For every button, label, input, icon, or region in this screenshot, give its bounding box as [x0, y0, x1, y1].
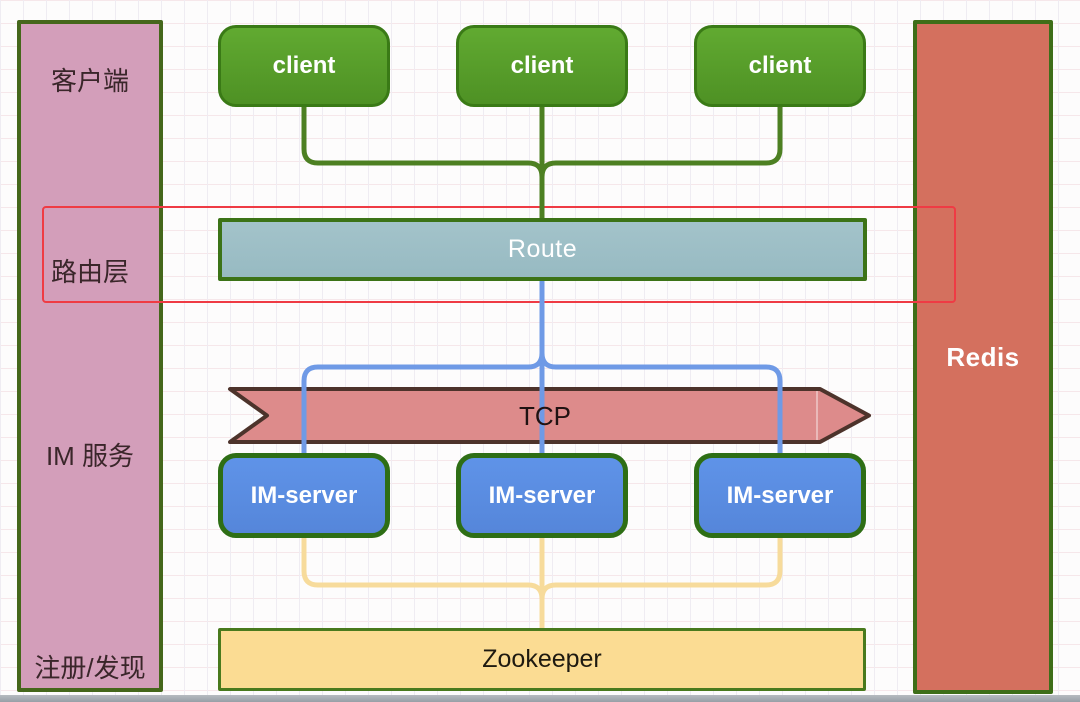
tcp-arrow-label: TCP — [519, 401, 571, 431]
im-server-node-3: IM-server — [694, 453, 866, 538]
client-node-3: client — [694, 25, 866, 107]
lane-label-registry-tier: 注册/发现 — [34, 653, 146, 683]
bottom-edge-strip — [0, 695, 1080, 702]
client-node-1: client — [218, 25, 390, 107]
client-to-route-connectors — [301, 107, 783, 218]
im-server-node-1: IM-server — [218, 453, 390, 538]
client-node-2: client — [456, 25, 628, 107]
imserver-to-zookeeper-connectors — [301, 538, 783, 628]
route-layer-highlight-rect — [42, 206, 956, 303]
redis-node: Redis — [913, 20, 1053, 694]
swimlane-sidebar: 客户端 路由层 IM 服务 注册/发现 — [17, 20, 163, 692]
lane-label-client-tier: 客户端 — [50, 66, 129, 96]
zookeeper-node: Zookeeper — [218, 628, 866, 691]
lane-label-route-tier: 路由层 — [50, 257, 129, 287]
lane-label-im-service-tier: IM 服务 — [45, 441, 135, 471]
route-node: Route — [218, 218, 867, 281]
im-server-node-2: IM-server — [456, 453, 628, 538]
